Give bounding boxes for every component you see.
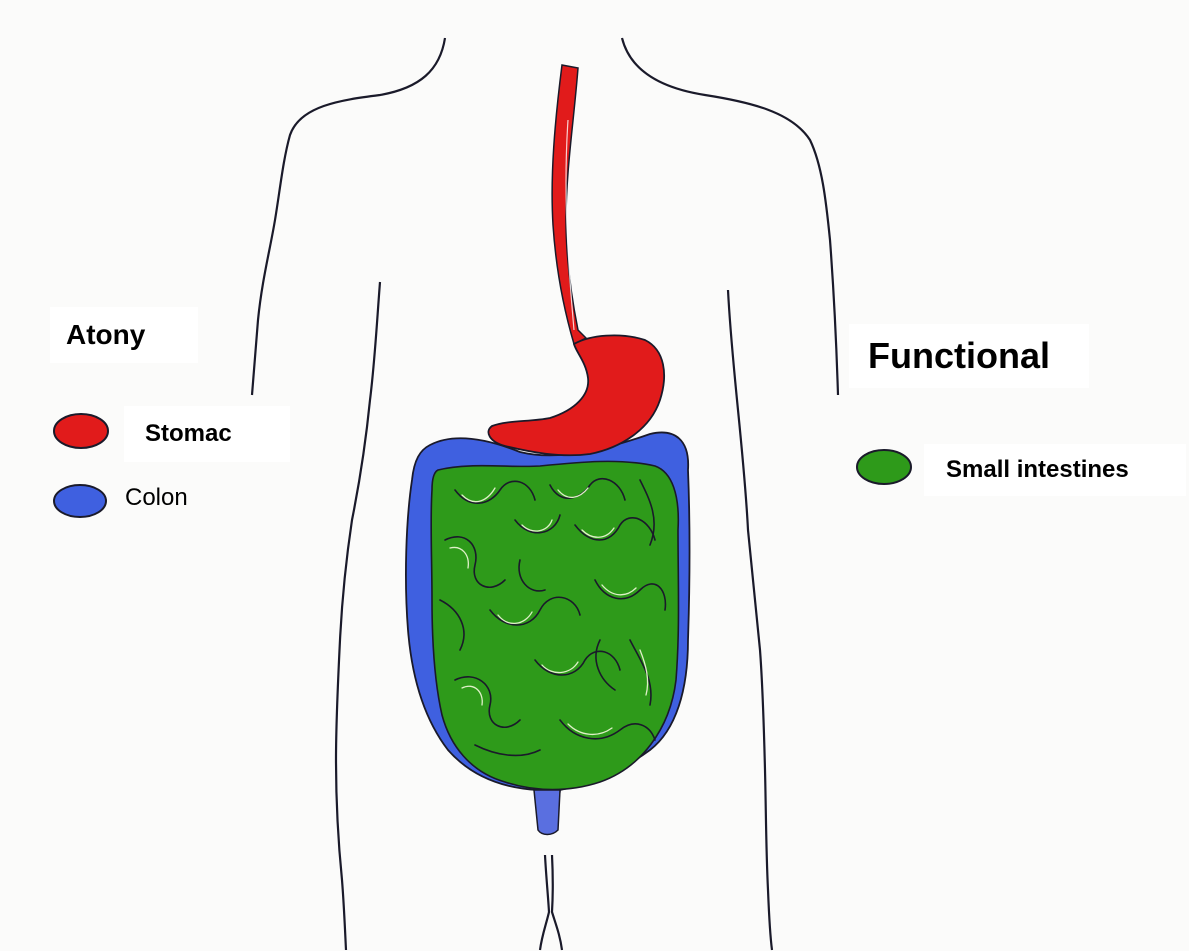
small-intestines-legend-label: Small intestines <box>924 444 1186 496</box>
small-intestines-shape <box>431 461 678 789</box>
atony-text: Atony <box>66 319 145 351</box>
colon-legend-swatch <box>54 485 106 517</box>
colon-legend-label: Colon <box>125 484 188 512</box>
small-intestines-label-text: Small intestines <box>946 456 1129 484</box>
stomach-legend-swatch <box>54 414 108 448</box>
functional-heading: Functional <box>849 324 1089 388</box>
atony-heading: Atony <box>50 307 198 363</box>
small-intestines-legend-swatch <box>857 450 911 484</box>
stomach-label-text: Stomac <box>145 420 232 448</box>
esophagus <box>552 65 586 344</box>
functional-text: Functional <box>868 335 1050 377</box>
stomach-legend-label: Stomac <box>124 406 290 462</box>
